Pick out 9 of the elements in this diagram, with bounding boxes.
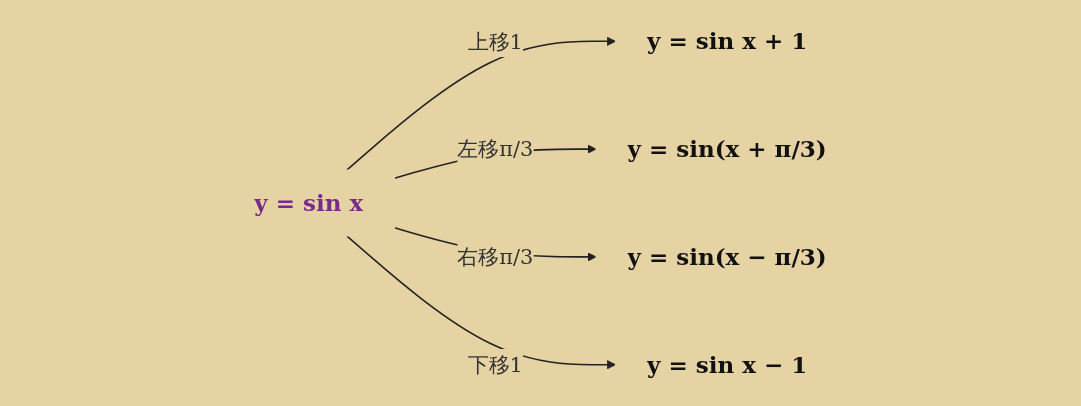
node-text: y = sin(x + π/3) (627, 134, 827, 163)
node-text: y = sin x + 1 (647, 27, 808, 55)
edge-label: 右移π/3 (457, 244, 534, 270)
edge-label: 上移1 (467, 28, 523, 54)
edge-label: 左移π/3 (457, 136, 534, 162)
edge-label: 下移1 (467, 352, 523, 378)
node-text: y = sin x (254, 188, 364, 217)
node-text: y = sin(x − π/3) (627, 242, 827, 270)
node-text: y = sin x − 1 (647, 350, 808, 378)
